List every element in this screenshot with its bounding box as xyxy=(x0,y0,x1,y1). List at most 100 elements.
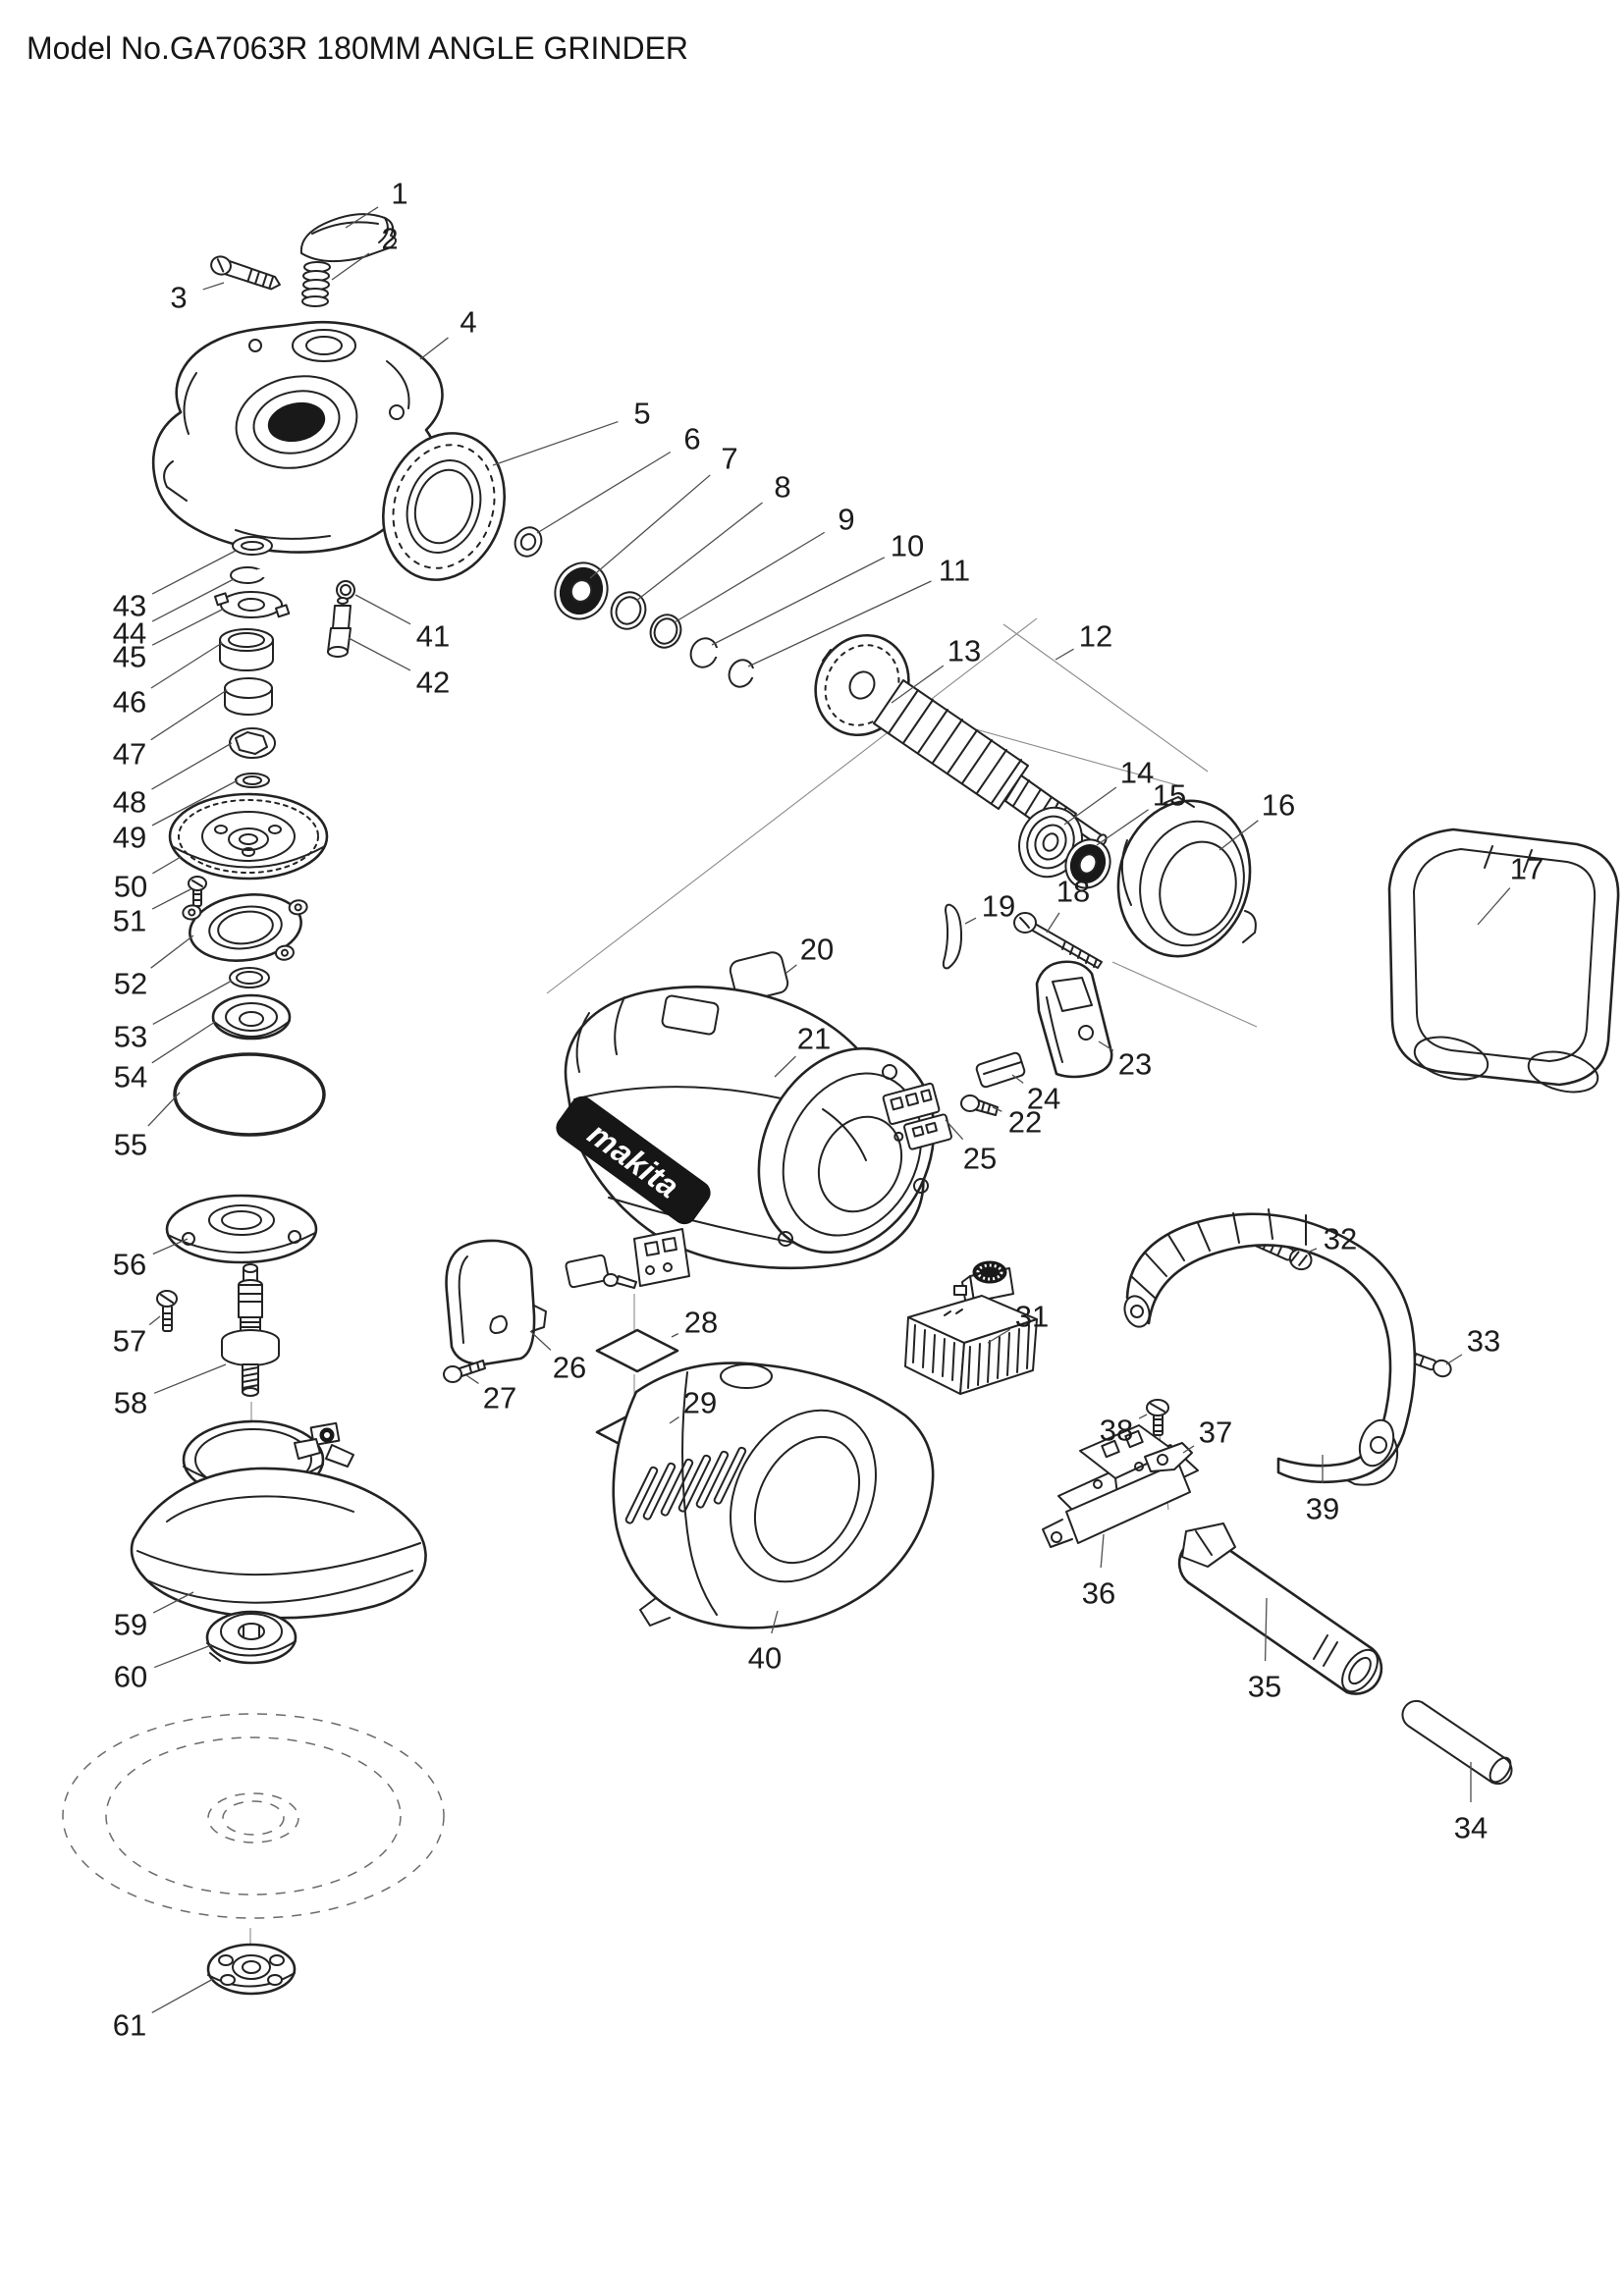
part-57-screw xyxy=(156,1290,178,1332)
part-number-38: 38 xyxy=(1100,1414,1133,1448)
part-54-ball-bearing xyxy=(211,993,292,1041)
part-number-44: 44 xyxy=(113,616,146,651)
part-number-5: 5 xyxy=(633,397,650,431)
part-number-9: 9 xyxy=(838,503,854,537)
part-number-31: 31 xyxy=(1015,1300,1049,1334)
leader-line-53 xyxy=(152,980,233,1025)
part-47-sleeve xyxy=(224,677,273,716)
leader-line-26 xyxy=(529,1330,552,1351)
part-38-screw xyxy=(1146,1399,1169,1436)
part-number-41: 41 xyxy=(416,619,450,654)
part-39-loop-handle xyxy=(1123,1208,1417,1486)
part-number-40: 40 xyxy=(748,1641,782,1676)
part-56-bearing-box xyxy=(165,1194,318,1264)
part-number-19: 19 xyxy=(982,889,1015,924)
part-27-screw xyxy=(443,1360,486,1383)
part-24-rubber-pin xyxy=(975,1051,1026,1089)
part-41-o-ring xyxy=(336,580,355,600)
part-44-circlip xyxy=(230,566,269,584)
part-51-screw xyxy=(188,876,207,907)
part-60-inner-flange xyxy=(205,1610,298,1665)
part-number-12: 12 xyxy=(1079,619,1112,654)
part-number-45: 45 xyxy=(113,640,146,674)
part-number-39: 39 xyxy=(1306,1492,1339,1526)
part-35-side-handle xyxy=(1177,1522,1383,1695)
part-number-1: 1 xyxy=(391,177,407,211)
part-4-gear-housing xyxy=(151,320,444,554)
leader-line-56 xyxy=(152,1238,189,1255)
leader-line-9 xyxy=(674,531,826,623)
leader-line-3 xyxy=(202,282,225,291)
leader-line-13 xyxy=(891,665,945,704)
leader-line-23 xyxy=(1098,1041,1114,1051)
part-number-51: 51 xyxy=(113,904,146,938)
leader-line-27 xyxy=(465,1374,479,1384)
leader-line-37 xyxy=(1182,1445,1195,1454)
part-number-3: 3 xyxy=(170,281,187,315)
part-5-bearing-retainer xyxy=(381,432,507,581)
leader-line-44 xyxy=(151,578,235,622)
leader-line-40 xyxy=(771,1610,779,1634)
leader-line-52 xyxy=(150,934,194,969)
leader-line-12 xyxy=(1055,648,1074,661)
part-number-32: 32 xyxy=(1324,1222,1357,1256)
leader-line-48 xyxy=(151,742,233,790)
leader-line-24 xyxy=(1011,1074,1024,1084)
leader-line-5 xyxy=(492,420,619,466)
leader-line-25 xyxy=(945,1119,964,1141)
leader-line-20 xyxy=(785,964,797,974)
part-21-motor-housing: makita xyxy=(556,986,936,1270)
part-number-61: 61 xyxy=(113,2008,146,2043)
page-title: Model No.GA7063R 180MM ANGLE GRINDER xyxy=(27,30,688,66)
part-45-lock-washer xyxy=(214,591,291,618)
leader-line-58 xyxy=(153,1363,227,1394)
part-number-8: 8 xyxy=(774,470,790,505)
leader-line-49 xyxy=(151,779,239,827)
leader-line-45 xyxy=(151,608,225,646)
leader-line-57 xyxy=(148,1315,161,1326)
part-number-48: 48 xyxy=(113,785,146,820)
part-number-55: 55 xyxy=(114,1128,147,1162)
leader-line-1 xyxy=(345,206,379,229)
leader-line-22 xyxy=(992,1106,1002,1112)
part-49-flat-washer xyxy=(235,773,270,788)
grinding-wheel-dashed xyxy=(62,1713,445,1919)
leader-line-28 xyxy=(671,1333,679,1338)
part-22-screw xyxy=(960,1095,999,1116)
part-17-field-stator xyxy=(1387,828,1620,1094)
part-50-spiral-bevel-gear xyxy=(168,792,329,881)
part-48-cam xyxy=(229,727,276,759)
part-number-33: 33 xyxy=(1467,1324,1500,1359)
leader-line-38 xyxy=(1138,1414,1148,1419)
part-number-52: 52 xyxy=(114,967,147,1001)
leader-line-33 xyxy=(1445,1354,1463,1365)
part-number-21: 21 xyxy=(797,1022,831,1056)
part-52-bearing-retainer xyxy=(182,893,308,962)
part-number-54: 54 xyxy=(114,1060,147,1095)
leader-line-19 xyxy=(964,917,977,925)
part-16-bearing-box-cover xyxy=(1116,796,1257,958)
part-number-2: 2 xyxy=(381,222,398,256)
part-number-56: 56 xyxy=(113,1248,146,1282)
leader-line-10 xyxy=(711,557,886,646)
part-40-rear-cover xyxy=(612,1362,935,1629)
part-number-16: 16 xyxy=(1262,788,1295,823)
part-9-ring xyxy=(649,614,682,649)
armature-core xyxy=(873,679,1029,810)
part-number-27: 27 xyxy=(483,1381,516,1415)
part-number-46: 46 xyxy=(113,685,146,720)
part-31-controller xyxy=(904,1295,1038,1395)
part-2-spring xyxy=(301,261,331,307)
leader-line-11 xyxy=(747,580,932,667)
part-number-14: 14 xyxy=(1120,756,1154,790)
leader-line-29 xyxy=(669,1416,679,1424)
part-37-plate xyxy=(1144,1442,1193,1472)
part-number-25: 25 xyxy=(963,1142,997,1176)
part-3-screw xyxy=(210,255,281,291)
leader-line-8 xyxy=(635,502,763,602)
leader-line-35 xyxy=(1264,1597,1268,1662)
leader-line-36 xyxy=(1100,1533,1105,1569)
part-10-circlip xyxy=(689,637,721,668)
part-number-37: 37 xyxy=(1199,1415,1232,1450)
